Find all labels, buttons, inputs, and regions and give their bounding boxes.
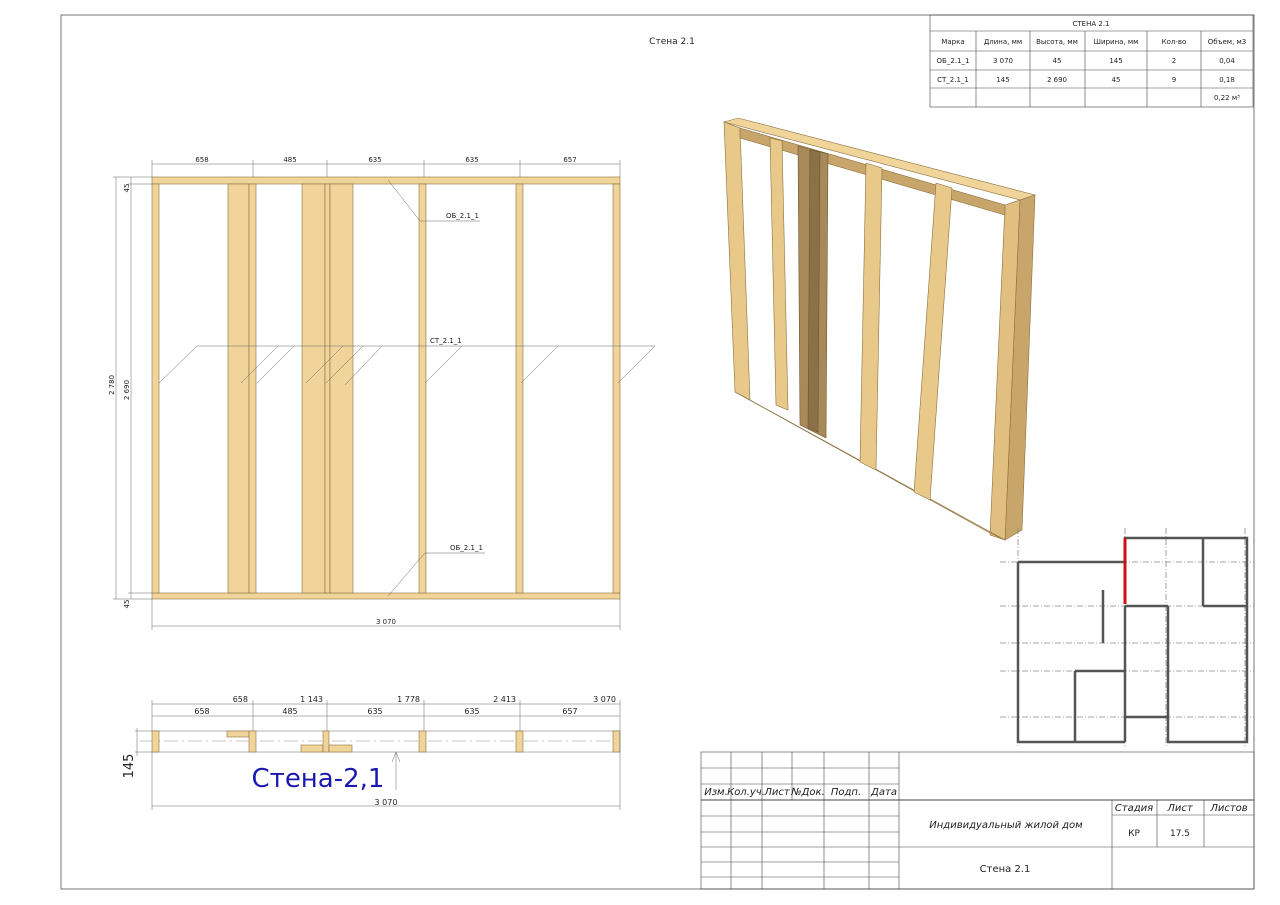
sheet-header: Лист [1166,803,1194,814]
stage-header: Стадия [1115,803,1153,814]
dim-segment: 485 [282,707,297,716]
spec-row: ОБ_2.1_1 3 070 45 145 2 0,04 [937,57,1236,65]
spec-header: Объем, м3 [1208,38,1247,46]
dim-segment: 658 [194,707,209,716]
leaders: ОБ_2.1_1 СТ_2.1_1 ОБ_2.1_1 [158,179,656,597]
svg-text:45: 45 [1053,57,1062,65]
tb-header: Дата [870,787,897,798]
svg-text:145: 145 [996,76,1009,84]
wall-3d-view [722,117,1037,541]
dim-plate-top: 45 [123,184,131,193]
project-name: Индивидуальный жилой дом [929,820,1083,831]
stud [248,183,257,594]
dim-label: 485 [283,156,296,164]
dim-cumulative: 3 070 [593,695,616,704]
svg-text:3 070: 3 070 [993,57,1013,65]
stud [418,183,427,594]
dim-width-total: 3 070 [375,798,398,807]
dim-cumulative: 658 [233,695,248,704]
tb-header: Кол.уч. [727,787,765,798]
svg-text:СТ_2.1_1: СТ_2.1_1 [937,76,969,84]
spec-header: Ширина, мм [1094,38,1139,46]
svg-text:2 690: 2 690 [1047,76,1067,84]
dim-label: 658 [195,156,208,164]
wall-plan-section: 658 1 143 1 778 2 413 3 070 658 485 635 … [122,695,621,810]
stud [151,183,160,594]
dim-thickness: 145 [122,754,137,779]
dim-label: 635 [465,156,478,164]
dim-cumulative: 2 413 [493,695,516,704]
label-studs: СТ_2.1_1 [430,337,462,345]
spec-table-title: СТЕНА 2.1 [1073,20,1110,28]
spec-table: СТЕНА 2.1 Марка Длина, мм Высота, мм Шир… [929,14,1254,108]
stud-side-panel [301,183,326,594]
dim-plate-bottom: 45 [123,600,131,609]
dim-segment: 635 [464,707,479,716]
dim-label: 635 [368,156,381,164]
stud-side-panel [227,183,250,594]
stage-value: КР [1128,829,1140,839]
label-bottom-plate: ОБ_2.1_1 [450,544,483,552]
top-dimensions: 658 485 635 635 657 [151,156,621,177]
spec-header: Длина, мм [984,38,1022,46]
tb-header: №Док. [790,787,825,798]
svg-text:0,18: 0,18 [1219,76,1235,84]
dim-cumulative: 1 143 [300,695,323,704]
dim-cumulative: 1 778 [397,695,420,704]
spec-header: Кол-во [1162,38,1187,46]
bottom-plate [151,592,621,600]
svg-text:9: 9 [1172,76,1176,84]
spec-header: Высота, мм [1036,38,1078,46]
left-dimensions: 2 780 2 690 45 45 [108,176,152,609]
svg-text:45: 45 [1112,76,1121,84]
svg-text:0,04: 0,04 [1219,57,1235,65]
top-plate [151,176,621,185]
spec-total: 0,22 м³ [1214,94,1240,102]
sheet-value: 17.5 [1170,829,1190,839]
title-block: Изм. Кол.уч. Лист №Док. Подп. Дата Индив… [700,751,1255,890]
tb-header: Изм. [704,787,728,798]
svg-text:2: 2 [1172,57,1176,65]
dim-segment: 657 [562,707,577,716]
dim-width-total: 3 070 [376,618,396,626]
floor-plan-key [1000,528,1254,748]
svg-text:145: 145 [1109,57,1122,65]
sheet-title: Стена 2.1 [649,37,695,47]
spec-row: СТ_2.1_1 145 2 690 45 9 0,18 [937,76,1235,84]
spec-header: Марка [941,38,964,46]
tb-header: Лист [763,787,791,798]
dim-segment: 635 [367,707,382,716]
dim-height-total: 2 780 [108,375,116,395]
label-top-plate: ОБ_2.1_1 [446,212,479,220]
sheet-frame [60,14,1255,890]
dim-label: 657 [563,156,576,164]
dim-height-stud: 2 690 [123,380,131,400]
svg-text:ОБ_2.1_1: ОБ_2.1_1 [937,57,970,65]
drawing-name: Стена 2.1 [980,864,1031,875]
stud [515,183,524,594]
stud-side-panel [329,183,354,594]
tb-header: Подп. [831,787,861,798]
wall-label: Стена-2,1 [252,764,385,794]
wall-elevation: 658 485 635 635 657 2 780 2 690 45 45 3 … [108,156,656,630]
stud [324,183,331,594]
stud [612,183,621,594]
sheets-header: Листов [1209,803,1247,814]
